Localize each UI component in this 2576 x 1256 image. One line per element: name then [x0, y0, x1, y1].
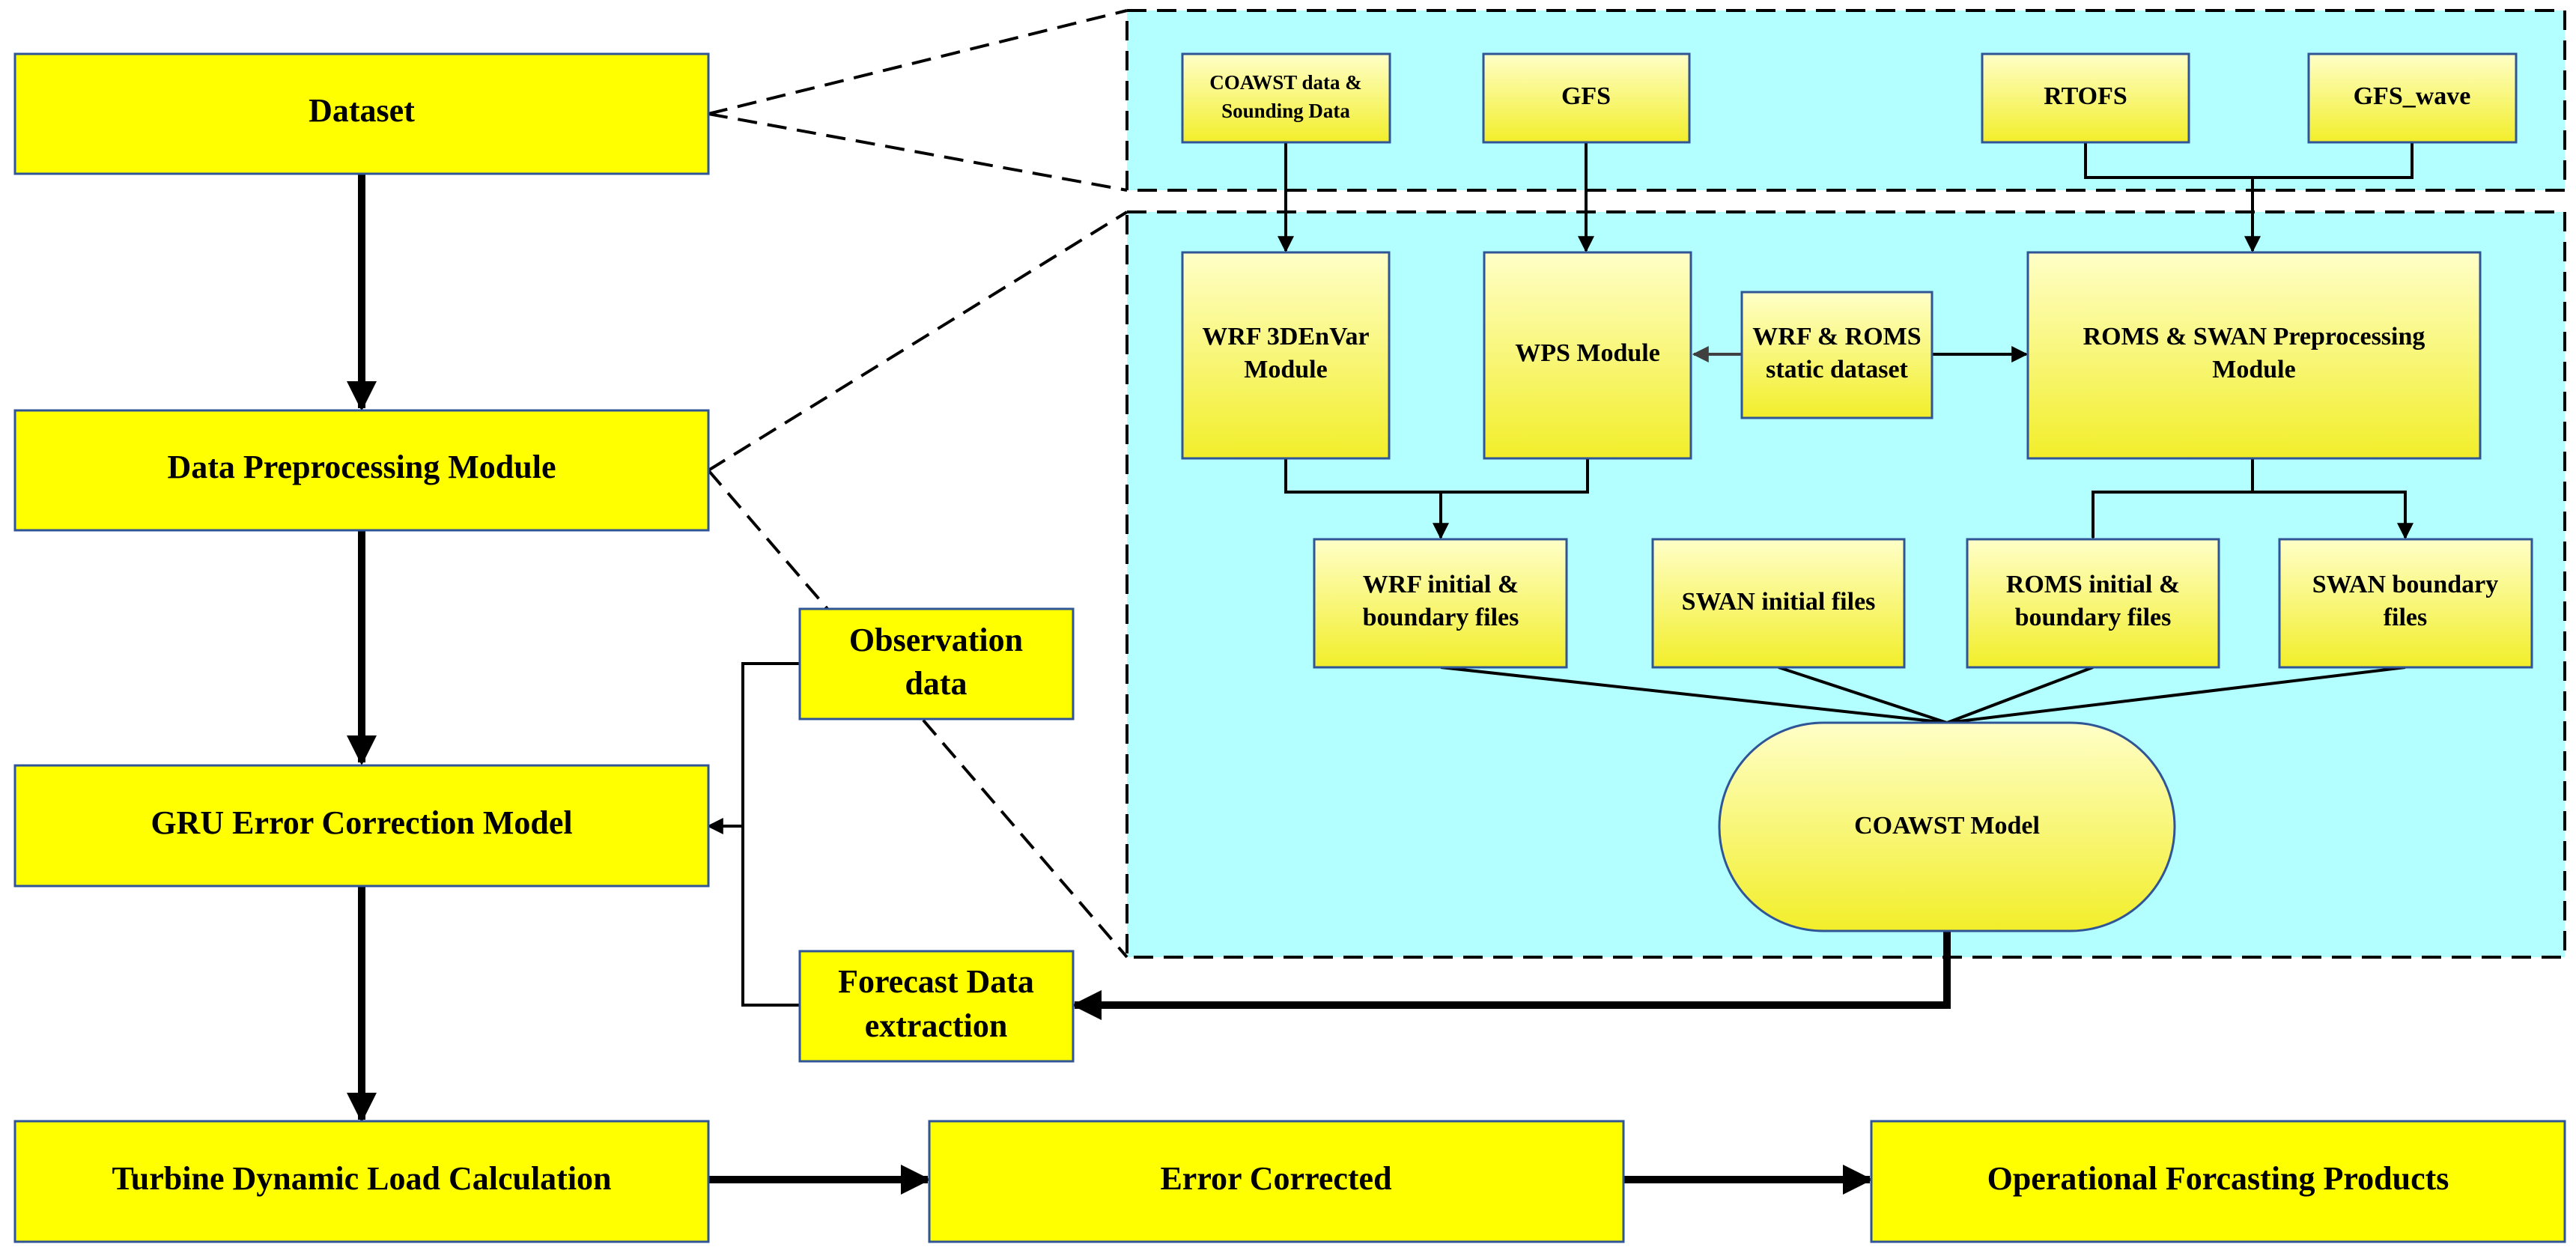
gfs-label: GFS: [1561, 82, 1611, 110]
roms-swan-pre-line-2: Module: [2212, 356, 2295, 383]
roms-files-line-1: ROMS initial &: [2006, 571, 2180, 598]
roms-files-line-2: boundary files: [2015, 604, 2172, 631]
swan-boundary-line-2: files: [2384, 604, 2428, 631]
coawst-data-line-1: COAWST data &: [1209, 71, 1362, 94]
wrf-3denvar-line-1: WRF 3DEnVar: [1202, 323, 1369, 351]
observation-line-2: data: [905, 665, 967, 702]
dataset-label: Dataset: [309, 92, 415, 129]
main-arrows: [347, 174, 1951, 1195]
observation-box: Observation data: [798, 607, 1075, 720]
forecast-box: Forecast Data extraction: [798, 950, 1075, 1063]
wrf-files-box: WRF initial & boundary files: [1313, 538, 1568, 669]
swan-boundary-line-1: SWAN boundary: [2312, 571, 2498, 598]
panel-connectors: [1278, 142, 2414, 724]
observation-line-1: Observation: [849, 622, 1023, 658]
zoom-lines: [707, 9, 1128, 959]
preprocessing-box: Data Preprocessing Module: [13, 409, 710, 532]
error-corrected-label: Error Corrected: [1160, 1160, 1391, 1197]
wps-box: WPS Module: [1483, 251, 1692, 460]
swan-initial-label: SWAN initial files: [1682, 588, 1876, 616]
wrf-files-line-2: boundary files: [1363, 604, 1519, 631]
roms-swan-pre-box: ROMS & SWAN Preprocessing Module: [2026, 251, 2482, 460]
swan-initial-box: SWAN initial files: [1651, 538, 1906, 669]
dataset-box: Dataset: [13, 52, 710, 175]
static-dataset-box: WRF & ROMS static dataset: [1740, 291, 1933, 419]
gfs-box: GFS: [1482, 52, 1691, 144]
rtofs-label: RTOFS: [2044, 82, 2127, 110]
error-corrected-box: Error Corrected: [928, 1120, 1625, 1243]
swan-boundary-box: SWAN boundary files: [2278, 538, 2533, 669]
gfs-wave-box: GFS_wave: [2307, 52, 2518, 144]
coawst-model-node: COAWST Model: [1718, 721, 2176, 932]
gfs-wave-label: GFS_wave: [2354, 82, 2471, 110]
coawst-model-label: COAWST Model: [1854, 812, 2040, 840]
products-label: Operational Forcasting Products: [1987, 1160, 2449, 1197]
roms-files-box: ROMS initial & boundary files: [1966, 538, 2220, 669]
static-dataset-line-2: static dataset: [1766, 356, 1908, 383]
preprocessing-label: Data Preprocessing Module: [168, 449, 556, 485]
coawst-data-line-2: Sounding Data: [1221, 100, 1350, 122]
coawst-data-box: COAWST data & Sounding Data: [1181, 52, 1391, 144]
rtofs-box: RTOFS: [1981, 52, 2190, 144]
side-connectors: [706, 662, 800, 1007]
wrf-3denvar-line-2: Module: [1244, 356, 1327, 383]
turbine-box: Turbine Dynamic Load Calculation: [13, 1120, 710, 1243]
turbine-label: Turbine Dynamic Load Calculation: [112, 1160, 611, 1197]
static-dataset-line-1: WRF & ROMS: [1752, 323, 1921, 351]
products-box: Operational Forcasting Products: [1870, 1120, 2566, 1243]
gru-label: GRU Error Correction Model: [151, 804, 572, 841]
roms-swan-pre-line-1: ROMS & SWAN Preprocessing: [2083, 323, 2425, 351]
wrf-3denvar-box: WRF 3DEnVar Module: [1181, 251, 1391, 460]
wrf-files-line-1: WRF initial &: [1363, 571, 1519, 598]
forecast-line-1: Forecast Data: [838, 963, 1034, 1000]
gru-box: GRU Error Correction Model: [13, 764, 710, 888]
forecast-line-2: extraction: [865, 1007, 1008, 1044]
wps-label: WPS Module: [1515, 339, 1660, 367]
